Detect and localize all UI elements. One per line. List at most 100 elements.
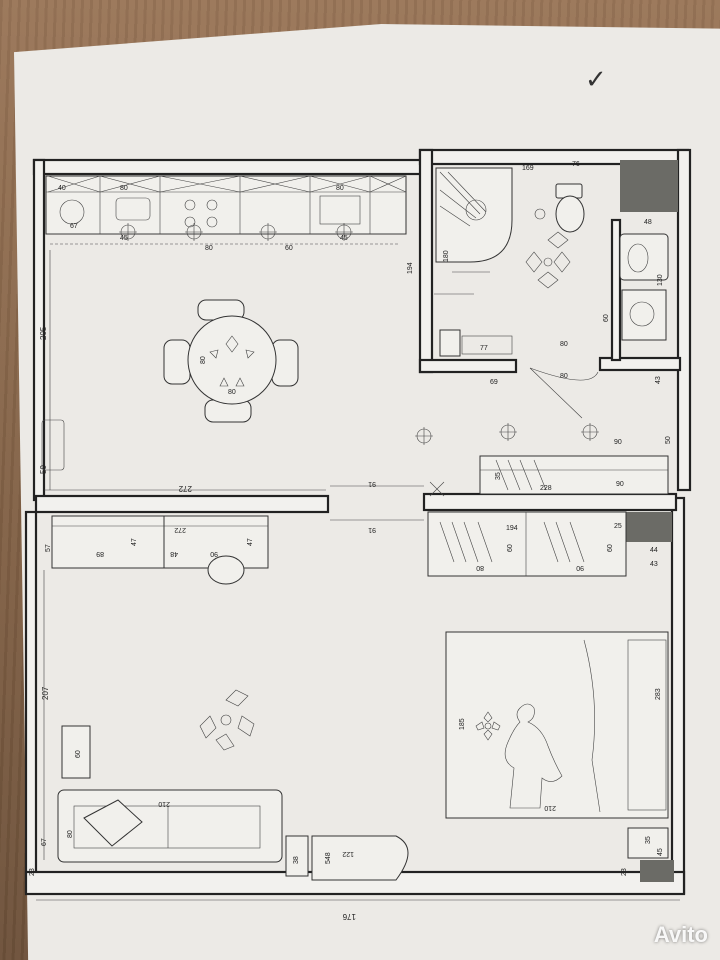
dim-sofa-210: 210 [158,800,170,807]
dim-kitchen-cab-80: 80 [120,185,128,192]
dim-room-122: 122 [342,850,354,857]
dim-bath-77: 77 [480,345,488,352]
ceiling-fan-icon [199,689,255,751]
dim-room-67: 67 [41,838,48,846]
dim-ward-43: 43 [650,561,658,568]
dim-table-80a: 80 [200,356,207,364]
dim-room-89: 89 [96,550,104,557]
dim-room-207: 207 [41,686,50,700]
dim-kitchen-cab-40: 40 [58,185,66,192]
bath-cabinet [439,329,461,357]
dim-room-48: 48 [170,550,178,557]
dim-bed-23: 23 [621,868,628,876]
dim-kitchen-cab-45: 45 [120,235,128,242]
washing-machine [621,289,667,341]
dim-hall-43: 43 [655,376,662,384]
avito-logo-text: Avito [653,922,708,947]
dim-kitchen-cab-67: 67 [70,223,78,230]
hob-ring-icon [184,199,196,211]
dim-room-272: 272 [174,526,186,533]
dim-hall-80b: 80 [560,341,568,348]
dim-hall-90: 90 [614,439,622,446]
dim-kitchen-height: 205 [39,326,48,340]
small-cabinet [285,835,309,877]
sofa-pillow [83,799,143,847]
dim-room-47a: 47 [131,538,138,546]
kitchen-sink [115,197,151,221]
check-mark: ✓ [585,65,607,95]
dim-bath-180: 180 [443,250,450,262]
living-room: 272 89 47 48 90 47 57 207 67 60 210 80 3… [36,515,680,921]
dim-hall-35: 35 [495,472,502,480]
dim-room-47b: 47 [247,538,254,546]
side-table [61,725,91,779]
dim-kitchen-cab-80c: 80 [205,245,213,252]
dim-ward-90: 90 [576,564,584,571]
round-table [187,315,277,405]
dim-kitchen-cab-80b: 80 [336,185,344,192]
dim-bath-169: 169 [522,165,534,172]
bathroom-door [529,367,599,419]
dim-kitchen-cab-60: 60 [285,245,293,252]
dim-bath-48: 48 [644,219,652,226]
dim-bath-60: 60 [603,314,610,322]
wall-bathroom-left [418,148,434,374]
dim-kitchen-width: 272 [178,484,192,493]
dim-hall-90b: 90 [616,481,624,488]
dim-hall-69: 69 [490,379,498,386]
dim-room-90: 90 [210,550,218,557]
kitchen: 40 80 80 67 45 80 60 45 205 50 272 [39,175,407,493]
wall-right-lower [670,496,686,895]
dim-room-176: 176 [342,912,356,921]
dim-room-60: 60 [75,750,82,758]
entrance-marker-icon [429,481,445,497]
dim-room-548: 548 [325,852,332,864]
dim-ward-60a: 60 [507,544,514,552]
dim-room-23: 23 [29,868,36,876]
dim-bath-194: 194 [407,262,414,274]
shaft-bottom-right [640,860,674,882]
dining-table: 80 80 [163,299,299,423]
wall-top-left [32,158,428,176]
dim-bed-283: 283 [655,688,662,700]
desk-chair [207,555,245,585]
dim-hall-80: 80 [560,373,568,380]
bed-decor-icon [475,711,501,741]
outer-walls [24,148,692,896]
wall-right-upper [676,148,692,492]
kitchen-oven [319,195,361,225]
shower-tray [435,167,513,263]
washbasin [619,233,669,281]
bedroom-area: 194 60 60 80 90 25 44 43 185 210 283 35 … [29,511,669,876]
dim-room-57: 57 [45,544,52,552]
wall-middle-right [422,492,678,512]
shaft-top-right [620,160,678,212]
dim-room-80: 80 [67,830,74,838]
dim-ward-80: 80 [476,564,484,571]
dim-bed-210: 210 [544,804,556,811]
dim-bath-76: 76 [572,161,580,168]
dim-room-38: 38 [293,856,300,864]
ottoman [311,835,409,881]
dim-ward-60b: 60 [607,544,614,552]
kitchen-radiator [41,419,65,471]
dim-ward-44: 44 [650,547,658,554]
dim-table-80b: 80 [228,389,236,396]
dim-bed-185: 185 [459,718,466,730]
watermark-logo: Avito [654,922,708,948]
nightstand [627,827,669,859]
wall-bathroom-inner [610,218,622,362]
living-cabinet-left [51,515,165,569]
dim-bath-130: 130 [657,274,664,286]
wall-middle-left [34,494,330,514]
dim-ward-25: 25 [614,523,622,530]
dim-hall-228: 228 [540,485,552,492]
dim-hall-91b: 91 [368,526,376,533]
dim-ward-194: 194 [506,525,518,532]
toilet-icon [555,195,585,233]
bathroom: 169 76 180 194 48 130 60 77 [407,161,669,357]
double-bed [445,631,669,819]
wardrobe [427,511,627,577]
wall-bathroom-bottom-left [418,358,518,374]
dim-hall-50: 50 [665,436,672,444]
